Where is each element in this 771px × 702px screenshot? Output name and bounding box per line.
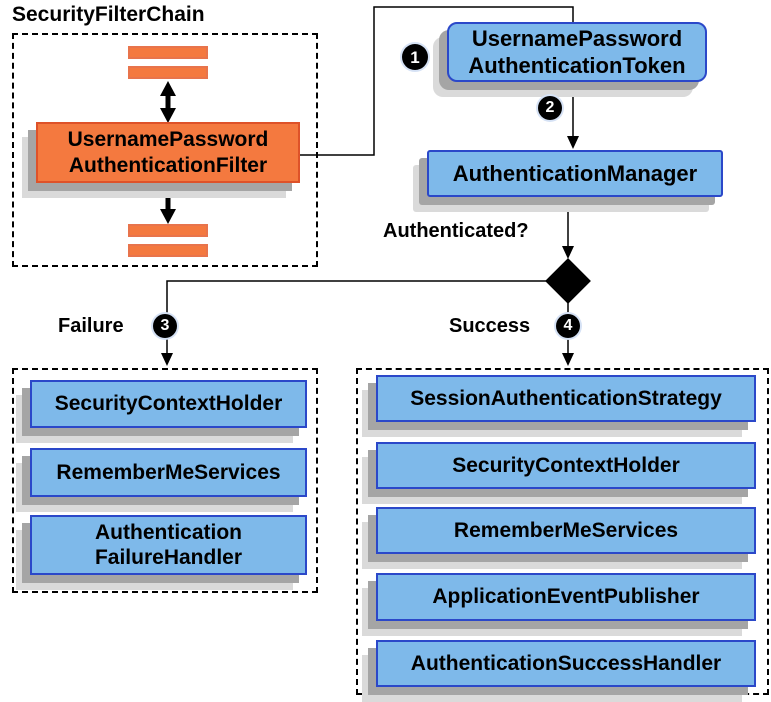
token-label-line2: AuthenticationToken <box>468 53 686 78</box>
arrowhead-bottom-down <box>160 209 176 224</box>
node-username-password-authentication-filter: UsernamePassword AuthenticationFilter <box>36 122 300 183</box>
security-filter-chain-label: SecurityFilterChain <box>12 3 205 26</box>
failure-item-label: SecurityContextHolder <box>54 392 283 415</box>
arrowhead-token-to-manager <box>567 136 579 149</box>
step-badge-2: 2 <box>538 96 562 120</box>
failure-handler-line2: FailureHandler <box>94 546 243 569</box>
success-item-label: ApplicationEventPublisher <box>432 585 700 608</box>
security-filter-chain-box <box>12 33 318 267</box>
node-authentication-failure-handler: Authentication FailureHandler <box>30 515 307 575</box>
node-failure-security-context-holder: SecurityContextHolder <box>30 380 307 428</box>
step-badge-1: 1 <box>402 44 428 70</box>
node-username-password-authentication-token: UsernamePassword AuthenticationToken <box>447 22 707 82</box>
success-item-label: RememberMeServices <box>453 518 679 542</box>
node-session-authentication-strategy: SessionAuthenticationStrategy <box>376 375 756 422</box>
label-success: Success <box>449 315 531 337</box>
node-failure-remember-me-services: RememberMeServices <box>30 448 307 497</box>
arrowhead-success <box>562 353 574 366</box>
node-authentication-success-handler: AuthenticationSuccessHandler <box>376 640 756 687</box>
container-failure-handlers <box>12 368 318 593</box>
step-badge-3: 3 <box>153 314 177 338</box>
token-label-line1: UsernamePassword <box>471 26 683 51</box>
success-item-label: SessionAuthenticationStrategy <box>410 386 722 410</box>
filter-chain-bar-4 <box>128 244 208 257</box>
filter-chain-bar-3 <box>128 224 208 237</box>
filter-label-line1: UsernamePassword <box>67 127 269 151</box>
label-failure: Failure <box>58 315 124 337</box>
success-item-label: SecurityContextHolder <box>452 453 680 477</box>
filter-chain-bar-1 <box>128 46 208 59</box>
failure-handler-line1: Authentication <box>95 521 242 544</box>
node-success-remember-me-services: RememberMeServices <box>376 507 756 554</box>
container-success-handlers <box>356 368 769 695</box>
success-item-label: AuthenticationSuccessHandler <box>410 651 722 675</box>
arrowhead-failure <box>161 353 173 366</box>
arrowhead-manager-to-decision <box>562 246 574 259</box>
arrowhead-top-up <box>160 81 176 96</box>
node-application-event-publisher: ApplicationEventPublisher <box>376 573 756 621</box>
decision-diamond <box>545 258 591 304</box>
label-authenticated: Authenticated? <box>383 220 529 242</box>
failure-item-label: RememberMeServices <box>56 460 281 484</box>
filter-label-line2: AuthenticationFilter <box>68 153 268 177</box>
arrowhead-bottom-up <box>160 183 176 198</box>
step-badge-4: 4 <box>556 314 580 338</box>
arrowhead-top-down <box>160 108 176 123</box>
node-success-security-context-holder: SecurityContextHolder <box>376 442 756 489</box>
node-authentication-manager: AuthenticationManager <box>427 150 723 197</box>
filter-chain-bar-2 <box>128 66 208 79</box>
manager-label: AuthenticationManager <box>452 160 698 186</box>
connector-filter-to-token <box>298 6 574 156</box>
